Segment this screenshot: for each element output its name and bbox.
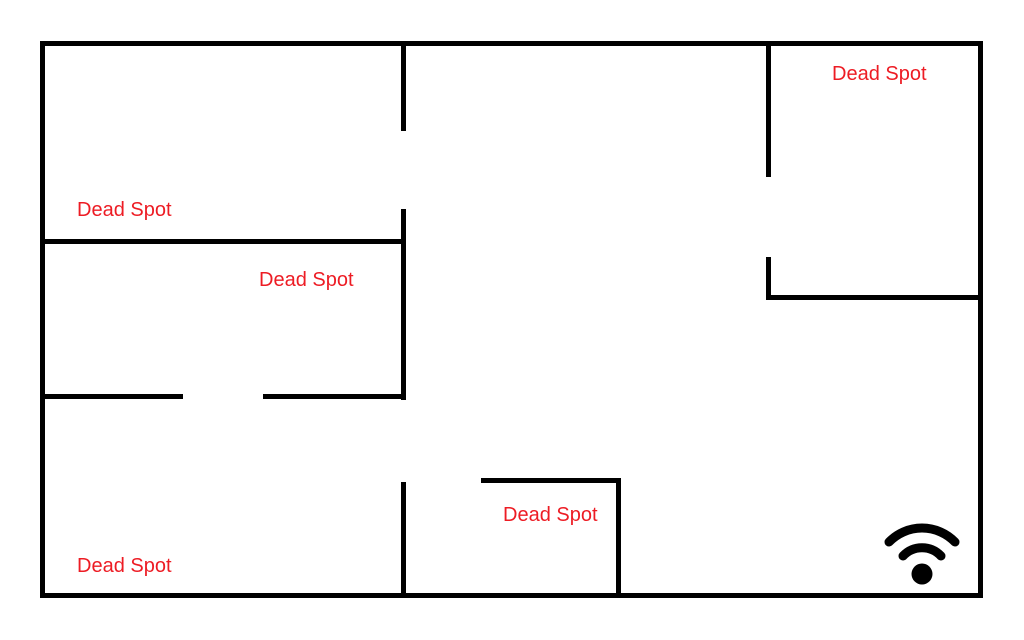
wall-left-horizontal-lower-right (263, 394, 406, 399)
wall-small-room-right (616, 478, 621, 598)
wall-right-vertical-top (766, 41, 771, 177)
dead-spot-label-bottom-left: Dead Spot (77, 555, 172, 577)
wall-right-vertical-lower (766, 257, 771, 298)
wall-center-vertical-bottom (401, 482, 406, 598)
wall-left-horizontal-lower-left (45, 394, 183, 399)
outer-wall-boundary (40, 41, 983, 598)
wall-center-vertical-top (401, 41, 406, 131)
wifi-icon (882, 514, 962, 586)
wall-right-horizontal (766, 295, 978, 300)
dead-spot-label-top-right: Dead Spot (832, 63, 927, 85)
dead-spot-label-middle-left: Dead Spot (259, 269, 354, 291)
dead-spot-label-bottom-middle: Dead Spot (503, 504, 598, 526)
wall-center-vertical-middle (401, 209, 406, 400)
wall-small-room-top (481, 478, 621, 483)
dead-spot-label-upper-left: Dead Spot (77, 199, 172, 221)
wall-left-horizontal-upper (45, 239, 406, 244)
